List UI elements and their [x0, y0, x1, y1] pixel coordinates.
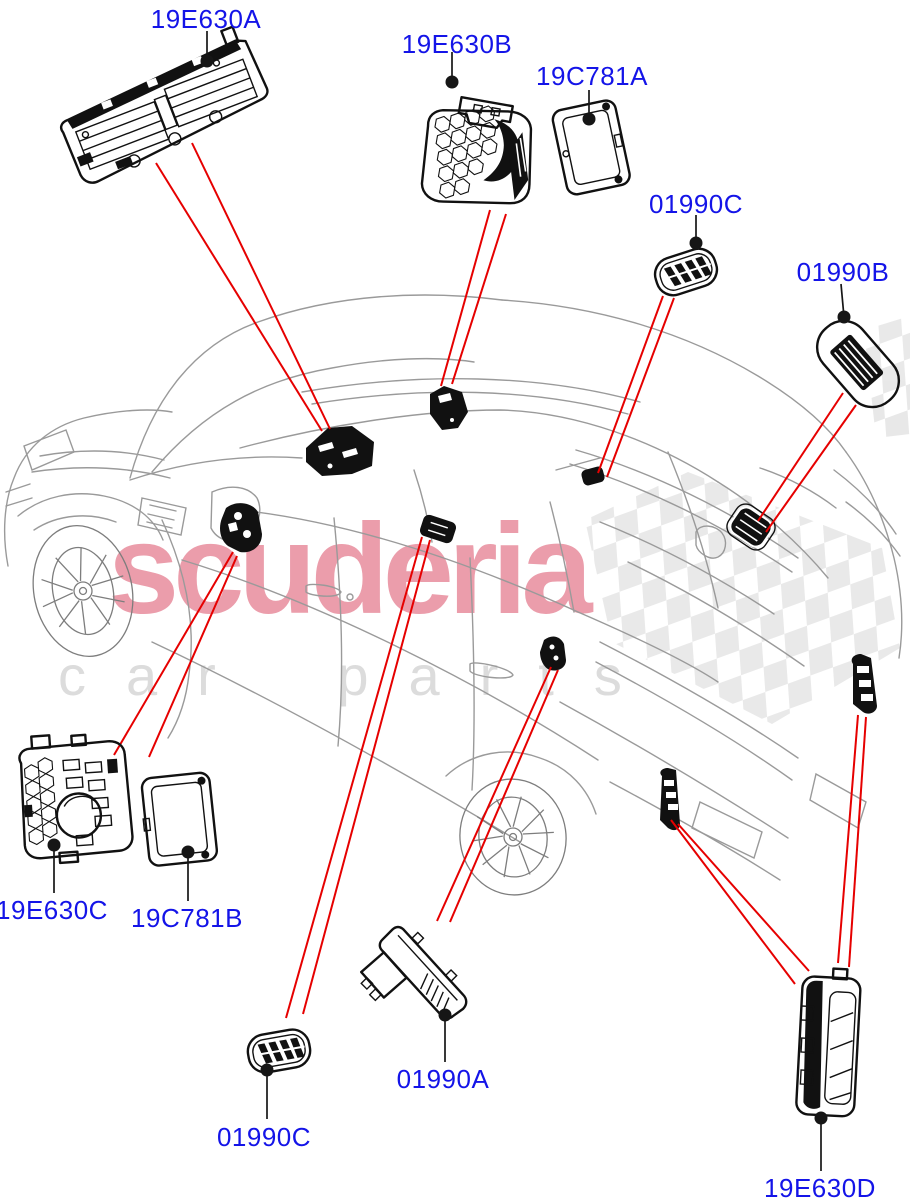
part-drawing-01990A[interactable]: [349, 918, 479, 1048]
part-drawing-19C781A[interactable]: [551, 99, 631, 196]
door-handle-front: [305, 583, 342, 597]
location-roof-front: [430, 386, 468, 430]
red-callout-lines: [113, 142, 867, 1019]
part-label-01990C-bottom[interactable]: 01990C: [216, 1122, 312, 1152]
part-label-19C781B[interactable]: 19C781B: [131, 903, 243, 933]
location-b-pillar: [419, 514, 457, 544]
part-label-01990A[interactable]: 01990A: [396, 1064, 490, 1094]
part-drawing-01990C-top[interactable]: [651, 244, 722, 299]
door-handle-rear: [469, 662, 514, 679]
part-drawing-19E630A[interactable]: [49, 23, 276, 187]
location-bumper-right: [851, 654, 877, 714]
part-label-01990B[interactable]: 01990B: [796, 257, 890, 287]
location-bumper-left: [660, 768, 680, 831]
vehicle-line-art: [3, 294, 903, 896]
part-label-19E630D[interactable]: 19E630D: [764, 1173, 876, 1200]
front-wheel: [32, 524, 134, 658]
location-header-console: [306, 426, 374, 476]
part-drawing-19C781B[interactable]: [139, 771, 219, 867]
location-a-pillar: [220, 503, 262, 553]
part-label-19C781A[interactable]: 19C781A: [536, 61, 648, 91]
part-drawing-19E630D[interactable]: [795, 967, 862, 1118]
leader-dots: [47, 54, 851, 1125]
part-drawing-01990C-bottom[interactable]: [245, 1027, 313, 1075]
parcel-handle-outline: [695, 525, 727, 559]
part-label-19E630B[interactable]: 19E630B: [401, 29, 513, 59]
part-label-01990C-top[interactable]: 01990C: [648, 189, 744, 219]
taillight-lines: [833, 469, 901, 557]
part-drawing-19E630B[interactable]: [415, 92, 543, 216]
part-label-19E630C[interactable]: 19E630C: [0, 895, 108, 925]
part-drawing-01990B[interactable]: [807, 311, 909, 418]
part-drawing-19E630C[interactable]: [17, 730, 134, 865]
location-c-pillar: [540, 636, 566, 671]
fender-vent-badge: [137, 497, 187, 536]
part-label-19E630A[interactable]: 19E630A: [150, 4, 262, 34]
rear-wheel: [459, 778, 567, 896]
headlight-outline: [23, 429, 75, 471]
exhaust-outlines: [691, 772, 867, 859]
watermark-tagline: car parts: [58, 644, 662, 707]
